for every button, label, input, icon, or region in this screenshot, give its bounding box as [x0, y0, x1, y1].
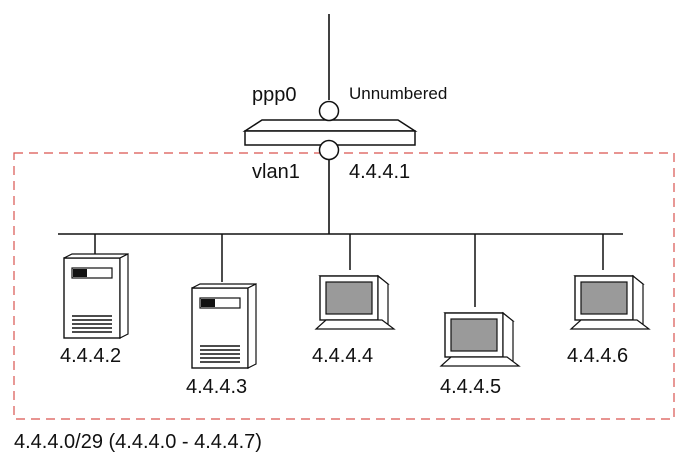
ppp0-interface-label: ppp0 [252, 84, 297, 106]
host-address-label: 4.4.4.5 [440, 376, 501, 398]
host-address-label: 4.4.4.6 [567, 345, 628, 367]
ppp0-address-label: Unnumbered [349, 84, 447, 103]
host-address-label: 4.4.4.3 [186, 376, 247, 398]
workstation-host [314, 234, 396, 330]
ppp0-port [318, 100, 340, 122]
server-side [119, 253, 129, 339]
workstation-host [569, 234, 651, 330]
server-side [247, 283, 257, 369]
vlan1-address-label: 4.4.4.1 [349, 161, 410, 183]
vlan1-port [318, 139, 340, 161]
server-drive-bay [71, 267, 113, 279]
host-address-label: 4.4.4.2 [60, 345, 121, 367]
monitor-side [377, 274, 389, 328]
server-drive-led [73, 269, 87, 277]
server-top [63, 253, 129, 259]
monitor-side [502, 311, 514, 365]
server-vent [72, 315, 112, 333]
keyboard [439, 356, 521, 367]
monitor-screen [325, 281, 373, 315]
server-vent [200, 345, 240, 363]
router [242, 119, 418, 146]
workstation-host [439, 234, 521, 367]
monitor-screen [450, 318, 498, 352]
subnet-range-label: 4.4.4.0/29 (4.4.4.0 - 4.4.4.7) [14, 431, 262, 453]
server-drive-led [201, 299, 215, 307]
router-top-face [242, 119, 418, 132]
monitor-screen [580, 281, 628, 315]
keyboard [314, 319, 396, 330]
server-host [63, 234, 129, 339]
monitor-side [632, 274, 644, 328]
server-top [191, 283, 257, 289]
host-address-label: 4.4.4.4 [312, 345, 373, 367]
server-host [191, 234, 257, 369]
keyboard [569, 319, 651, 330]
subnet-boundary [13, 152, 675, 420]
vlan1-interface-label: vlan1 [252, 161, 300, 183]
server-drive-bay [199, 297, 241, 309]
